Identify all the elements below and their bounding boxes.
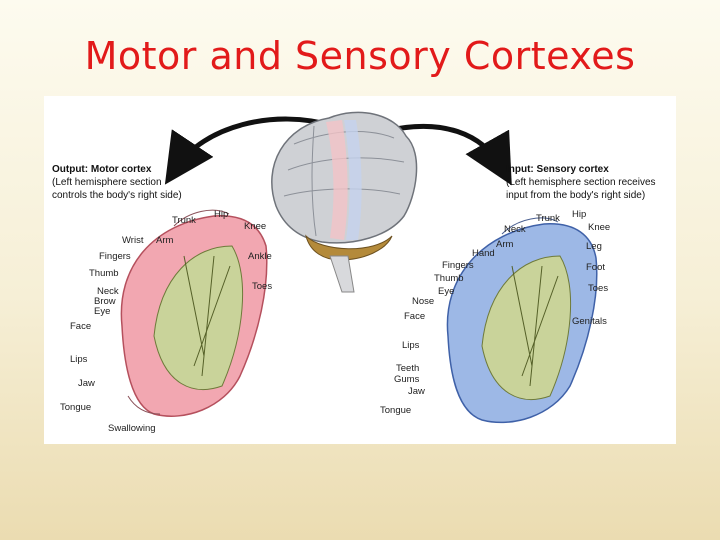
sensory-label-toes: Toes (588, 283, 608, 294)
motor-label-neck: Neck (97, 286, 119, 297)
motor-heading: Output: Motor cortex (52, 164, 152, 175)
sensory-label-leg: Leg (586, 241, 602, 252)
sensory-sub-2: input from the body's right side) (506, 190, 645, 201)
motor-label-thumb: Thumb (89, 268, 119, 279)
motor-label-fingers: Fingers (99, 251, 131, 262)
motor-label-tongue: Tongue (60, 402, 91, 413)
sensory-label-fingers: Fingers (442, 260, 474, 271)
motor-sub-1: (Left hemisphere section (52, 177, 162, 188)
sensory-label-lips: Lips (402, 340, 420, 351)
motor-label-eye: Eye (94, 306, 110, 317)
sensory-label-face: Face (404, 311, 425, 322)
sensory-label-thumb: Thumb (434, 273, 464, 284)
sensory-label-tongue: Tongue (380, 405, 411, 416)
sensory-label-knee: Knee (588, 222, 610, 233)
sensory-heading: Input: Sensory cortex (506, 164, 609, 175)
cortex-diagram: Output: Motor cortex (Left hemisphere se… (52, 111, 656, 434)
sensory-label-trunk: Trunk (536, 213, 560, 224)
sensory-label-hand: Hand (472, 248, 495, 259)
sensory-label-eye: Eye (438, 286, 454, 297)
brain-illustration (271, 111, 418, 293)
motor-cortex-section (120, 209, 268, 417)
motor-label-wrist: Wrist (122, 235, 144, 246)
motor-label-ankle: Ankle (248, 251, 272, 262)
sensory-sub-1: (Left hemisphere section receives (506, 177, 656, 188)
sensory-label-genitals: Genitals (572, 316, 607, 327)
cortex-figure: Output: Motor cortex (Left hemisphere se… (44, 96, 676, 444)
motor-label-swallowing: Swallowing (108, 423, 156, 434)
motor-label-knee: Knee (244, 221, 266, 232)
sensory-label-jaw: Jaw (408, 386, 425, 397)
motor-label-trunk: Trunk (172, 215, 196, 226)
motor-sub-2: controls the body's right side) (52, 190, 182, 201)
sensory-label-teeth: Teeth (396, 363, 419, 374)
sensory-label-gums: Gums (394, 374, 420, 385)
motor-label-arm: Arm (156, 235, 174, 246)
sensory-label-nose: Nose (412, 296, 434, 307)
sensory-label-neck: Neck (504, 224, 526, 235)
sensory-label-arm: Arm (496, 239, 514, 250)
motor-label-hip: Hip (214, 209, 228, 220)
motor-label-brow: Brow (94, 296, 116, 307)
sensory-label-hip: Hip (572, 209, 586, 220)
sensory-label-foot: Foot (586, 262, 605, 273)
motor-label-lips: Lips (70, 354, 88, 365)
motor-label-face: Face (70, 321, 91, 332)
sensory-cortex-section (446, 217, 598, 424)
motor-label-toes: Toes (252, 281, 272, 292)
slide-title: Motor and Sensory Cortexes (84, 34, 636, 78)
motor-arrow (164, 116, 335, 185)
motor-label-jaw: Jaw (78, 378, 95, 389)
